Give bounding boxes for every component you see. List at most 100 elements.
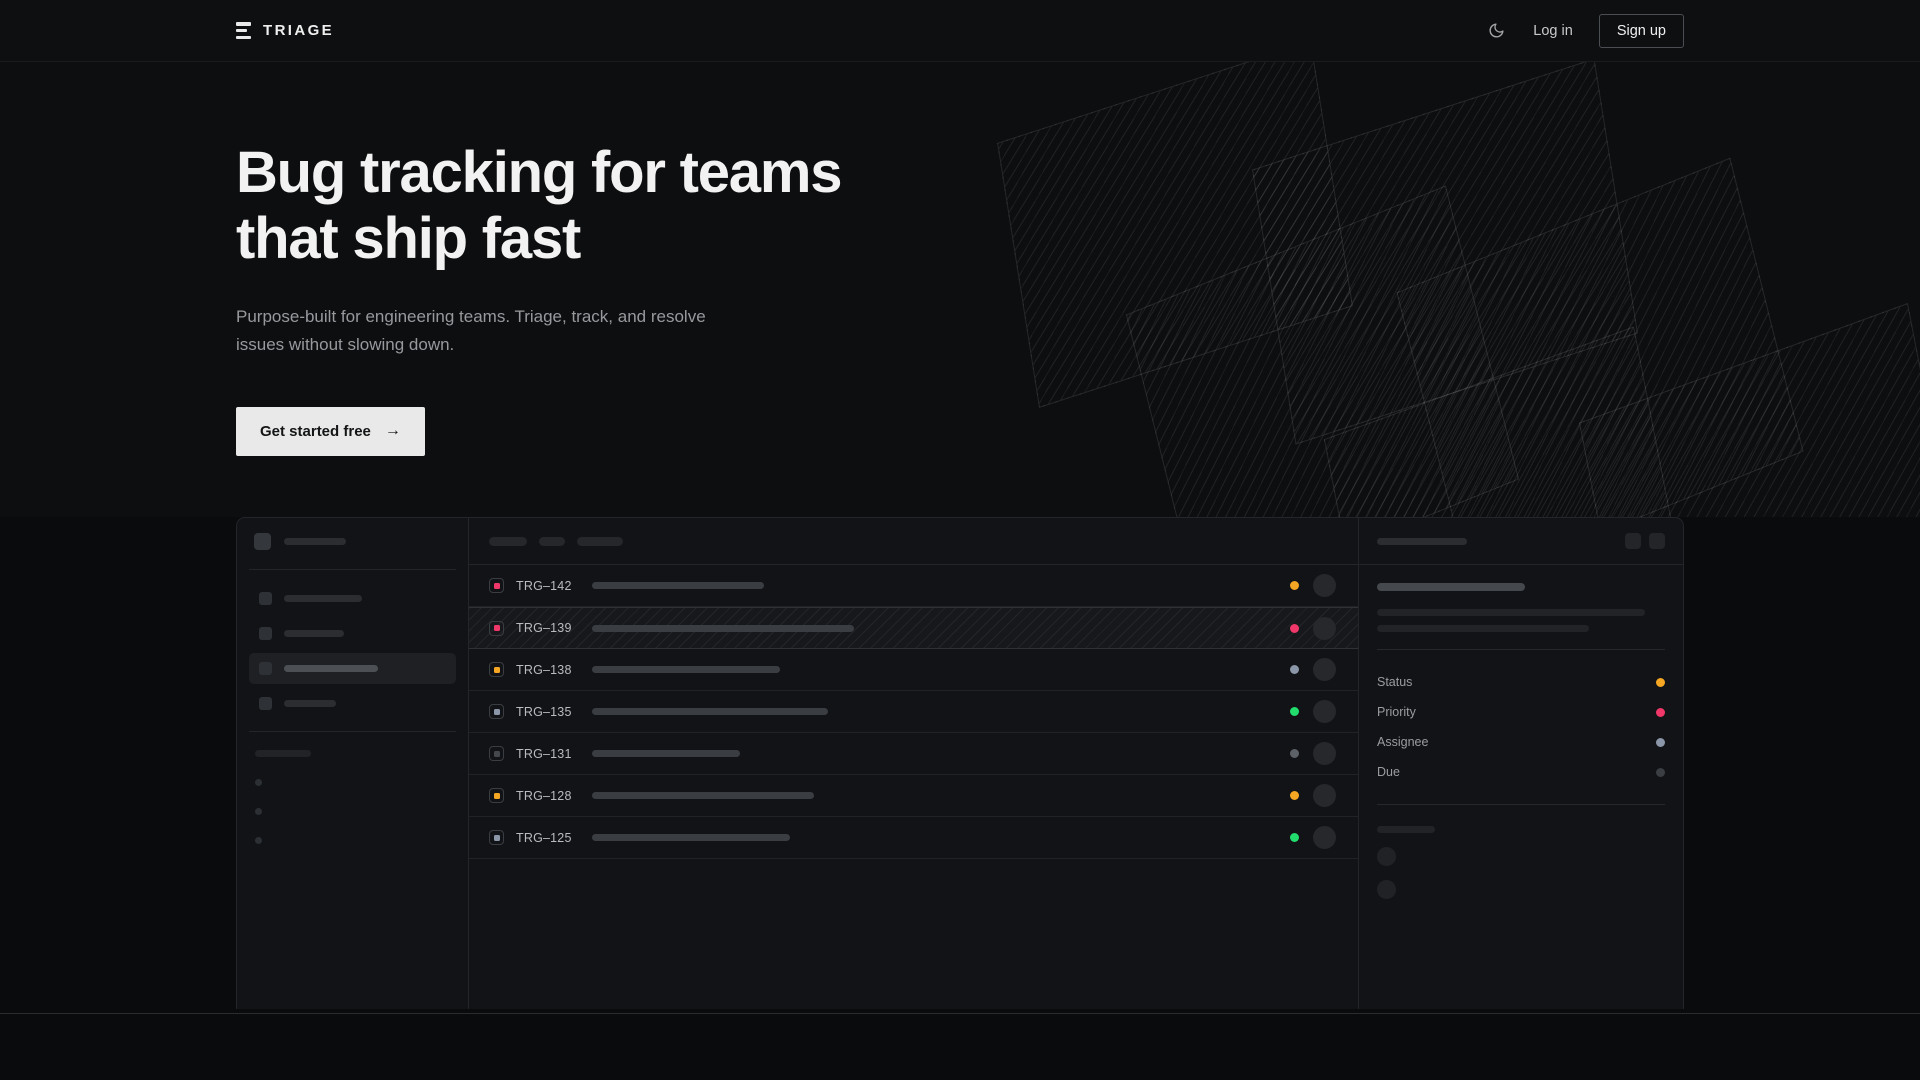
issue-row-meta (1290, 784, 1358, 807)
issue-row[interactable]: TRG–131 (469, 733, 1358, 775)
issue-id: TRG–142 (516, 578, 572, 593)
issue-type-chip-icon (489, 830, 504, 845)
issue-status-dot (1290, 833, 1299, 842)
get-started-label: Get started free (260, 422, 371, 440)
issue-status-dot (1290, 749, 1299, 758)
issue-status-dot (1290, 791, 1299, 800)
get-started-button[interactable]: Get started free → (236, 406, 425, 456)
sidebar-item-icon (259, 662, 272, 675)
mock-detail-activity (1377, 822, 1665, 899)
issue-row[interactable]: TRG–125 (469, 817, 1358, 859)
issue-status-dot (1290, 623, 1299, 633)
toolbar-control-2[interactable] (577, 536, 623, 546)
issue-row[interactable]: TRG–128 (469, 775, 1358, 817)
hero-headline: Bug tracking for teams that ship fast (236, 62, 996, 271)
detail-heading-placeholder (1377, 583, 1525, 591)
stacked-bars-logo-icon (236, 22, 251, 39)
issue-assignee-avatar (1313, 826, 1336, 849)
moon-icon[interactable] (1485, 20, 1507, 42)
issue-row-meta (1290, 826, 1358, 849)
issue-type-chip-icon (489, 788, 504, 803)
issue-title-placeholder (592, 708, 828, 715)
hero-headline-line-2: that ship fast (236, 205, 581, 271)
sidebar-item-label-placeholder (284, 700, 336, 707)
issue-assignee-avatar (1313, 574, 1336, 597)
issue-row-meta (1290, 574, 1358, 597)
detail-field-label: Status (1377, 675, 1413, 689)
issue-row-meta (1290, 742, 1358, 765)
issue-title-placeholder (592, 792, 814, 799)
issue-title-placeholder (592, 582, 764, 589)
issue-row-meta (1290, 700, 1358, 723)
mock-sidebar-item-2[interactable] (249, 653, 456, 684)
sidebar-item-icon (259, 627, 272, 640)
detail-field-value-dot (1656, 737, 1665, 747)
detail-field-due[interactable]: Due (1377, 757, 1665, 787)
mock-list-toolbar (469, 518, 1358, 565)
signup-button[interactable]: Sign up (1598, 13, 1684, 48)
issue-title-placeholder (592, 666, 780, 673)
toolbar-control-0[interactable] (489, 536, 527, 546)
mock-sidebar-item-0[interactable] (249, 583, 456, 614)
issue-status-dot (1290, 665, 1299, 674)
issue-id: TRG–131 (516, 746, 572, 761)
workspace-name-placeholder (284, 538, 346, 545)
issue-assignee-avatar (1313, 784, 1336, 807)
sidebar-item-icon (259, 697, 272, 710)
issue-type-chip-icon (489, 620, 504, 636)
sidebar-item-icon (259, 592, 272, 605)
issue-title-placeholder (592, 834, 790, 841)
login-link[interactable]: Log in (1533, 22, 1573, 39)
toolbar-control-1[interactable] (539, 536, 565, 546)
detail-field-value-dot (1656, 707, 1665, 717)
sidebar-item-label-placeholder (284, 595, 362, 602)
mock-sidebar-item-1[interactable] (249, 618, 456, 649)
issue-id: TRG–135 (516, 704, 572, 719)
issue-row-meta (1290, 616, 1358, 640)
issue-id: TRG–138 (516, 662, 572, 677)
mock-sidebar (237, 518, 469, 1009)
mock-sidebar-workspace[interactable] (237, 518, 468, 565)
issue-assignee-avatar (1313, 616, 1336, 640)
detail-divider (1377, 804, 1665, 805)
issue-type-chip-icon (489, 704, 504, 719)
issue-id: TRG–128 (516, 788, 572, 803)
issue-assignee-avatar (1313, 742, 1336, 765)
issue-assignee-avatar (1313, 658, 1336, 681)
hero-section: Bug tracking for teams that ship fast Pu… (0, 62, 1920, 517)
sidebar-section-dot[interactable] (255, 779, 262, 786)
issue-title-placeholder (592, 624, 854, 632)
activity-avatar (1377, 847, 1396, 866)
sidebar-section-dot[interactable] (255, 837, 262, 844)
sidebar-section-dot[interactable] (255, 808, 262, 815)
issue-row[interactable]: TRG–135 (469, 691, 1358, 733)
detail-field-status[interactable]: Status (1377, 667, 1665, 697)
detail-close-icon[interactable] (1649, 533, 1665, 549)
detail-action-icon[interactable] (1625, 533, 1641, 549)
activity-avatar (1377, 880, 1396, 899)
sidebar-divider (249, 569, 456, 570)
page-bottom-divider (0, 1013, 1920, 1080)
detail-field-priority[interactable]: Priority (1377, 697, 1665, 727)
hero-subheadline-line-2: resolve issues without slowing down. (236, 307, 706, 354)
detail-field-value-dot (1656, 677, 1665, 687)
activity-label-placeholder (1377, 826, 1435, 833)
issue-type-chip-icon (489, 746, 504, 761)
issue-row[interactable]: TRG–138 (469, 649, 1358, 691)
detail-divider (1377, 649, 1665, 650)
issue-row[interactable]: TRG–139 (469, 607, 1358, 649)
brand-logo[interactable]: TRIAGE (236, 22, 334, 39)
detail-field-label: Assignee (1377, 735, 1429, 749)
detail-field-label: Due (1377, 765, 1400, 779)
mock-sidebar-item-3[interactable] (249, 688, 456, 719)
hero-subheadline-line-1: Purpose-built for engineering teams. Tri… (236, 307, 647, 327)
detail-field-assignee[interactable]: Assignee (1377, 727, 1665, 757)
issue-row[interactable]: TRG–142 (469, 565, 1358, 607)
detail-title-placeholder (1377, 537, 1467, 545)
